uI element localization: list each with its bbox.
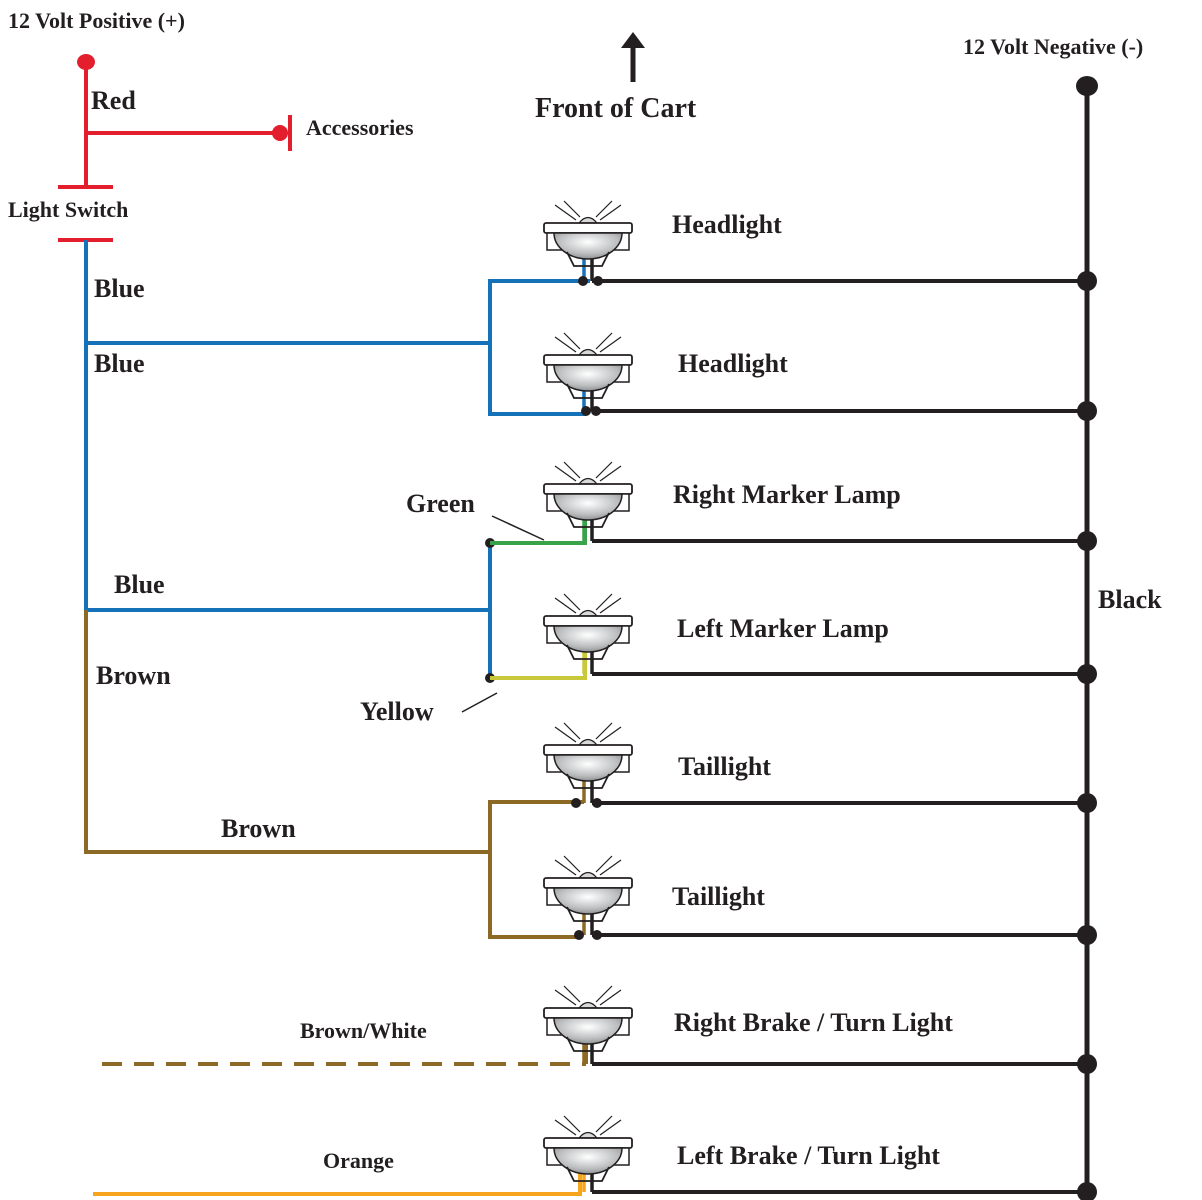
ground-junction-dot [1077, 793, 1097, 813]
positive-terminal-label: 12 Volt Positive (+) [8, 8, 185, 33]
wire-label-brown-white: Brown/White [300, 1018, 427, 1043]
negative-terminal-label: 12 Volt Negative (-) [963, 34, 1144, 59]
ground-junction-dot [1077, 1054, 1097, 1074]
lamp-terminal-dot [591, 406, 601, 416]
wire-label-blue: Blue [94, 274, 145, 303]
lamp-terminal-dot [571, 798, 581, 808]
lamp-label: Left Brake / Turn Light [677, 1141, 940, 1170]
light-switch-label: Light Switch [8, 197, 129, 222]
lamp-icon [543, 593, 633, 660]
wire-label-orange: Orange [323, 1148, 394, 1173]
lamp-label: Headlight [672, 210, 782, 239]
lamp-icon [543, 855, 633, 922]
yellow-label-leader [461, 692, 498, 713]
lamp-terminal-dot [592, 930, 602, 940]
lamp-label: Taillight [678, 752, 771, 781]
lamp-label: Taillight [672, 882, 765, 911]
lamp-terminal-dot [581, 406, 591, 416]
brown-wire-taillight-loop [488, 800, 584, 939]
lamp-icon [543, 722, 633, 789]
lamp-icon [543, 461, 633, 528]
wire-label-black: Black [1098, 585, 1162, 614]
wire-label-blue: Blue [94, 349, 145, 378]
wire-label-green: Green [406, 489, 475, 518]
negative-terminal [1076, 76, 1098, 96]
arrow-up-icon [621, 32, 645, 48]
wire-label-yellow: Yellow [360, 697, 434, 726]
lamp-terminal-dot [593, 276, 603, 286]
ground-junction-dot [1077, 1182, 1097, 1200]
brown-wire [84, 610, 490, 854]
lamp-icon [543, 1115, 633, 1182]
lamp-label: Right Marker Lamp [673, 480, 901, 509]
lamp-label: Right Brake / Turn Light [674, 1008, 953, 1037]
accessories-label: Accessories [306, 115, 414, 140]
wire-label-brown: Brown [96, 661, 171, 690]
orange-wire [93, 1168, 582, 1196]
ground-junction-dot [1077, 531, 1097, 551]
wire-label-brown: Brown [221, 814, 296, 843]
lamp-icon [543, 200, 633, 267]
ground-junction-dot [1077, 401, 1097, 421]
lamp-label: Headlight [678, 349, 788, 378]
ground-junction-dot [1077, 271, 1097, 291]
blue-wire-headlight-loop [488, 279, 590, 416]
lamp-terminal-dot [574, 930, 584, 940]
lamp-icon [543, 985, 633, 1052]
wire-label-blue: Blue [114, 570, 165, 599]
ground-junction-dot [1077, 925, 1097, 945]
lamp-terminal-dot [592, 798, 602, 808]
lamp-icon [543, 332, 633, 399]
front-of-cart-label: Front of Cart [535, 93, 697, 124]
lamp-terminal-dot [578, 276, 588, 286]
ground-junction-dot [1077, 664, 1097, 684]
green-label-leader [491, 515, 545, 541]
accessories-terminal [272, 125, 288, 141]
wire-label-red: Red [91, 86, 136, 115]
lamp-label: Left Marker Lamp [677, 614, 889, 643]
